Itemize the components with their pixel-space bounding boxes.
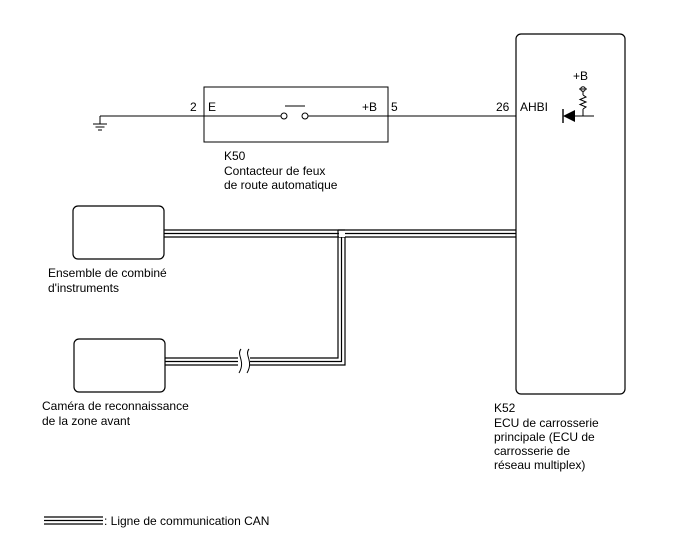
cluster-box (72, 205, 165, 260)
switch-contact-icon (204, 105, 388, 120)
cluster-name-line1: Ensemble de combiné (48, 266, 167, 280)
can-bus-camera-branch (165, 230, 346, 366)
line-break-icon (238, 348, 251, 374)
switch-code: K50 (224, 149, 246, 163)
ecu-code: K52 (494, 401, 516, 415)
break-gap (238, 354, 250, 369)
switch-pin-left-name: E (208, 100, 216, 114)
ecu-supply-label: +B (573, 69, 588, 83)
ecu-name-line1: ECU de carrosserie (494, 416, 599, 430)
switch-box (203, 86, 389, 143)
switch-pin-left-number: 2 (190, 100, 197, 114)
cluster-name-line2: d'instruments (48, 281, 119, 295)
switch-name-line1: Contacteur de feux (224, 164, 325, 178)
ecu-name-line4: réseau multiplex) (494, 458, 585, 472)
camera-name-line2: de la zone avant (42, 414, 131, 428)
legend-can-line-icon (44, 516, 103, 525)
camera-name-line1: Caméra de reconnaissance (42, 399, 189, 413)
junction-gap (339, 231, 345, 237)
switch-pin-right-name: +B (362, 100, 377, 114)
ecu-name-line3: carrosserie de (494, 444, 570, 458)
ecu-name-line2: principale (ECU de (494, 430, 595, 444)
camera-box (73, 338, 166, 393)
ecu-pin-number: 26 (496, 100, 510, 114)
pullup-resistor-icon (575, 86, 594, 117)
switch-name-line2: de route automatique (224, 178, 338, 192)
diode-icon (562, 109, 575, 123)
ecu-box (515, 33, 626, 395)
ground-icon (93, 116, 107, 131)
legend-label: : Ligne de communication CAN (104, 514, 269, 528)
ecu-pin-name: AHBI (520, 100, 548, 114)
switch-pin-right-number: 5 (391, 100, 398, 114)
